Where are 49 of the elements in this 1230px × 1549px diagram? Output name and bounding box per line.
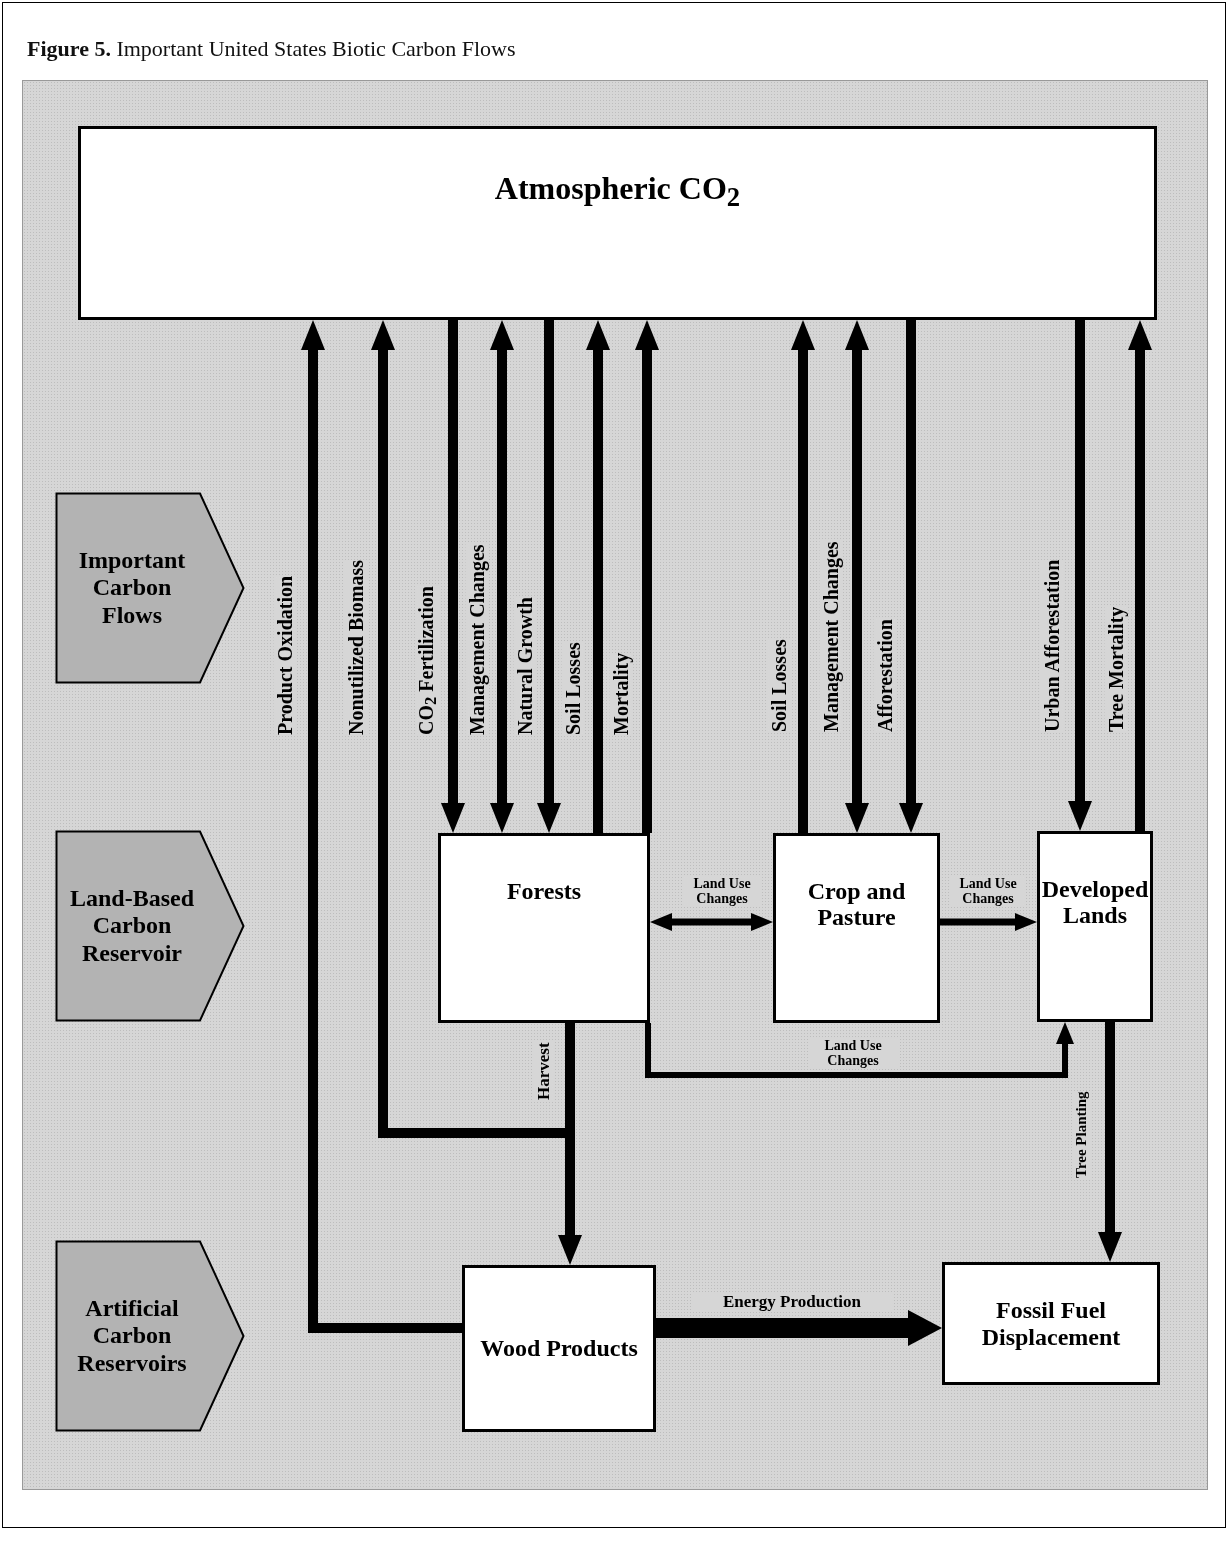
arrow [586,320,610,833]
edge-label: Land Use Changes [950,876,1026,906]
edge-label: Mortality [609,652,633,735]
edge-label: Land Use Changes [808,1038,898,1068]
reservoir-box [462,1265,656,1432]
box-label: Forests [506,878,582,905]
arrow [899,320,923,833]
reservoir-box [78,126,1157,320]
reservoir-box [1037,831,1153,1022]
edge-label: Urban Afforestation [1040,559,1064,732]
arrow [490,320,514,833]
edge-label: Land Use Changes [684,876,760,906]
edge-label: Soil Losses [767,639,791,732]
edge-label: Soil Losses [561,642,585,735]
arrow [635,320,659,833]
arrow [537,320,561,833]
arrow [301,320,462,1333]
box-label: Atmospheric CO$_{2}$ [494,171,741,213]
arrow [1098,1022,1122,1262]
reservoir-box [942,1262,1160,1385]
arrow [791,320,815,833]
arrow [645,1022,1074,1078]
figure-title: Figure 5. Important United States Biotic Carbon Flows [27,36,516,62]
box-label: Wood Products [480,1335,638,1362]
box-label: Crop and Pasture [806,878,907,931]
arrow [1068,320,1092,831]
edge-label: Energy Production [692,1293,892,1311]
arrow [845,320,869,833]
edge-label: Tree Planting [1073,1091,1091,1178]
row-heading: Important Carbon Flows [77,546,187,630]
edge-label: Nonutilized Biomass [344,559,368,735]
row-heading: Artificial Carbon Reservoirs [76,1294,188,1378]
arrow [1128,320,1152,831]
edge-label: Management Changes [465,544,489,735]
reservoir-box [438,833,650,1023]
arrow [650,913,773,931]
row-heading: Land-Based Carbon Reservoir [68,884,195,968]
arrow [656,1310,942,1346]
arrow [441,320,465,833]
box-label: Fossil Fuel Displacement [980,1297,1122,1350]
edge-label: Product Oxidation [273,575,297,735]
edge-label: Natural Growth [513,597,537,735]
box-label: Developed Lands [1040,876,1150,929]
reservoir-box [773,833,940,1023]
edge-label: Harvest [534,1042,554,1100]
edge-label: Tree Mortality [1104,606,1128,732]
edge-label: Management Changes [819,541,843,732]
edge-label: Afforestation [873,619,897,732]
arrow [940,913,1037,931]
